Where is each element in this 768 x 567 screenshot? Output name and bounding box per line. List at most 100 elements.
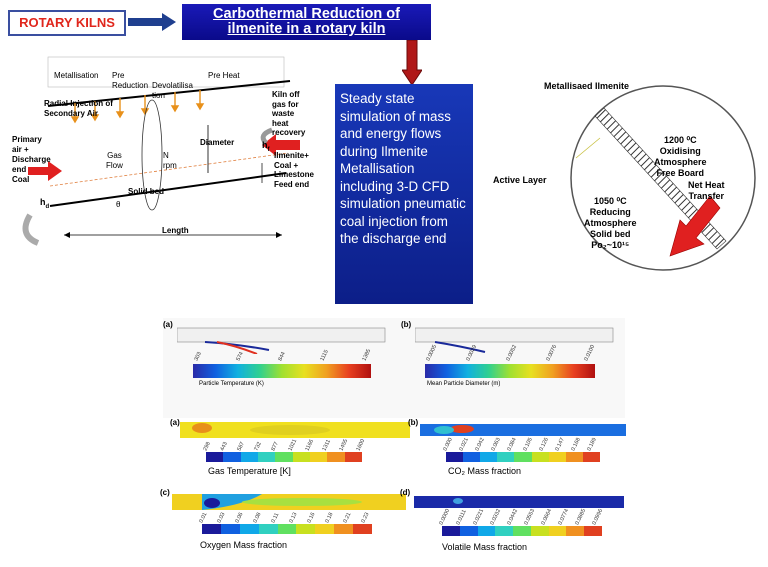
tick: 0.168 xyxy=(570,436,582,452)
kiln-off-gas-label: Kiln off gas for waste heat recovery xyxy=(272,90,305,138)
particle-temp-colorbar xyxy=(193,364,371,378)
tick: 0.189 xyxy=(586,436,598,452)
oxidising-line: Atmosphere xyxy=(654,157,707,167)
right-arrow-icon xyxy=(128,13,176,31)
tick: 587 xyxy=(236,441,246,452)
particle-diameter-plot xyxy=(415,327,614,353)
steady-state-description: Steady state simulation of mass and ener… xyxy=(335,84,473,304)
zone-tion: tion xyxy=(152,91,165,100)
tick: 1600 xyxy=(355,438,367,452)
oxygen-plot xyxy=(172,494,406,510)
oxygen-caption: Oxygen Mass fraction xyxy=(200,540,288,550)
panel-d-label: (d) xyxy=(400,488,411,497)
tick: 443 xyxy=(219,441,229,452)
tick: 0.0111 xyxy=(455,508,468,526)
h-discharge-label: hd xyxy=(40,197,50,210)
gas-flow-line: Gas xyxy=(107,151,122,160)
zone-pre-heat: Pre Heat xyxy=(208,71,240,80)
particle-panels: (a) Particle Temperature (K) 303 574 844… xyxy=(163,318,625,418)
kiln-diagram: Metallisation Pre Reduction Devolatilisa… xyxy=(0,55,330,270)
feed-line: Feed end xyxy=(274,179,310,189)
oxygen-colorbar xyxy=(202,524,373,534)
off-gas-line: waste xyxy=(272,109,295,118)
panel-b-label: (b) xyxy=(401,320,412,329)
reducing-line: Solid bed xyxy=(590,229,631,239)
tick: 1455 xyxy=(338,438,350,452)
volatile-colorbar xyxy=(442,526,603,536)
tick: 0.0000 xyxy=(438,508,452,526)
off-gas-line: gas for xyxy=(272,99,299,109)
gas-temp-colorbar xyxy=(206,452,362,462)
metallised-ilmenite-title: Metallisaed Ilmenite xyxy=(544,81,630,91)
theta-label: θ xyxy=(116,200,121,209)
tick: 0.0885 xyxy=(574,508,588,526)
net-heat-label: Net Heat Transfer xyxy=(688,180,725,202)
volatile-panel: (d) Volatile Mass fraction 0.0000 0.0111… xyxy=(400,488,628,558)
rpm-label: N rpm xyxy=(163,151,177,171)
primary-air-line: Discharge xyxy=(12,155,51,164)
h-subscript: d xyxy=(45,203,50,210)
rotary-kilns-badge: ROTARY KILNS xyxy=(8,10,126,36)
rpm-line: rpm xyxy=(163,161,177,170)
reducing-zone-label: 1050 ⁰C Reducing Atmosphere Solid bed Po… xyxy=(584,196,637,251)
tick: 0.0664 xyxy=(540,508,554,526)
h-letter: h xyxy=(262,140,268,150)
gas-temperature-panel: (a) Gas Temperature [K] 298 443 587 732 … xyxy=(170,418,410,486)
oxidising-line: Free Board xyxy=(656,168,705,178)
tick: 0.0553 xyxy=(523,508,537,526)
h-feed-label: hf xyxy=(262,140,270,153)
tick: 0.084 xyxy=(506,436,518,452)
gas-flow-line: Flow xyxy=(106,161,123,170)
tick: 0.0442 xyxy=(506,508,520,526)
tick: 0.0332 xyxy=(489,508,503,526)
solid-bed-label: Solid bed xyxy=(128,187,164,196)
primary-air-line: air + xyxy=(12,145,29,154)
off-gas-line: Kiln off xyxy=(272,90,300,99)
tick: 0.126 xyxy=(538,436,550,452)
co2-plot xyxy=(420,424,626,436)
panel-b2-label: (b) xyxy=(408,418,419,427)
h-subscript: f xyxy=(267,146,270,153)
feed-line: Coal + xyxy=(274,160,299,170)
gas-flow-label: Gas Flow xyxy=(106,151,123,171)
tick: 877 xyxy=(270,441,280,452)
panel-c-label: (c) xyxy=(160,488,170,497)
cross-section-drawing xyxy=(570,85,756,271)
zone-reduction: Reduction xyxy=(112,81,149,90)
tick: 0.021 xyxy=(458,436,470,452)
reducing-line: Atmosphere xyxy=(584,218,637,228)
tick: 298 xyxy=(202,441,212,452)
tick: 0.0774 xyxy=(557,508,571,526)
particle-temperature-plot xyxy=(177,327,386,354)
tick: 1311 xyxy=(321,438,332,452)
length-label: Length xyxy=(162,226,189,235)
kiln-cross-section: Metallisaed Ilmenite 1200 ⁰C Oxidising A… xyxy=(488,78,766,278)
tick: 0.0996 xyxy=(591,508,605,526)
particle-temp-caption: Particle Temperature (K) xyxy=(199,381,264,387)
panel-a-label: (a) xyxy=(163,320,173,329)
tick: 1166 xyxy=(304,438,315,452)
feed-line: Ilmenite+ xyxy=(274,151,309,160)
page-title: Carbothermal Reduction of ilmenite in a … xyxy=(182,4,431,40)
gas-temp-caption: Gas Temperature [K] xyxy=(208,466,291,476)
reducing-temp: 1050 ⁰C xyxy=(593,196,627,206)
particle-diameter-colorbar xyxy=(425,364,595,378)
po2-value: Po₂~10¹⁵ xyxy=(591,240,630,250)
reducing-line: Reducing xyxy=(589,207,631,217)
primary-air-line: Primary xyxy=(12,135,42,144)
net-heat-line: Net Heat xyxy=(688,180,725,190)
tick: 0.105 xyxy=(522,436,534,452)
tick: 0.147 xyxy=(554,436,566,452)
net-heat-line: Transfer xyxy=(688,191,725,201)
rpm-line: N xyxy=(163,151,169,160)
tick: 0.000 xyxy=(442,436,454,452)
diameter-label: Diameter xyxy=(200,138,235,147)
zone-devolatilisa: Devolatilisa xyxy=(152,81,193,90)
tick: 0.0221 xyxy=(472,508,486,526)
oxidising-line: Oxidising xyxy=(659,146,701,156)
co2-panel: (b) CO₂ Mass fraction 0.000 0.021 0.042 … xyxy=(408,418,628,486)
title-line-2: ilmenite in a rotary kiln xyxy=(227,21,386,37)
oxygen-panel: (c) Oxygen Mass fraction 0.01 0.03 0.06 … xyxy=(160,488,410,558)
volatile-plot xyxy=(414,496,624,508)
gas-temperature-plot xyxy=(180,422,410,438)
